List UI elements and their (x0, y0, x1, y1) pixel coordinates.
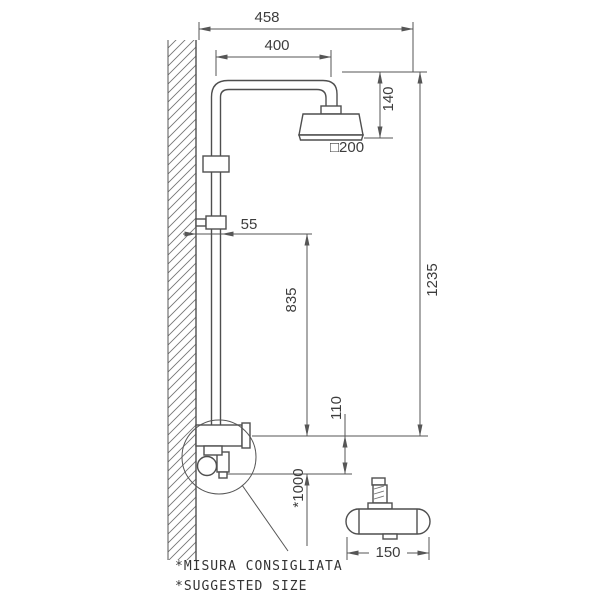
shower-head-rim (298, 134, 364, 141)
label-backing (369, 544, 407, 560)
mixer-end-cap (241, 422, 251, 449)
outlet-elbow-top (371, 477, 386, 486)
clamp-arm (195, 218, 207, 227)
dim-total-height-label: 1235 (424, 263, 441, 296)
dim-wall-offset-label: 55 (241, 216, 258, 233)
elbow-flange (367, 502, 393, 510)
note-english: *SUGGESTED SIZE (175, 579, 307, 594)
column-mixer (195, 422, 251, 479)
callout-leader-line (241, 484, 289, 552)
elbow-knurling (373, 485, 385, 500)
shower-head-nut (320, 105, 342, 115)
mixer-body (195, 424, 243, 447)
dim-head-drop-label: 140 (380, 86, 397, 111)
mixer-bottom-nub (382, 533, 398, 540)
pipe-slider-bracket (202, 155, 230, 173)
dim-arm-width-label: 400 (264, 37, 289, 54)
pipe-inner-line (219, 88, 327, 426)
shower-head-body (298, 113, 364, 136)
diverter-knob (196, 455, 218, 477)
dim-mixer-width-label: 150 (375, 544, 400, 561)
wall-clamp (195, 215, 227, 230)
note-italian: *MISURA CONSIGLIATA (175, 559, 343, 574)
wall (167, 40, 197, 560)
wall-hatching (168, 40, 196, 560)
shower-column-pipe (210, 79, 338, 426)
dim-suggested-height-label: *1000 (290, 468, 307, 507)
clamp-body (205, 215, 227, 230)
shower-head (298, 105, 364, 141)
dim-total-width-label: 458 (254, 9, 279, 26)
outlet-nub (218, 471, 228, 479)
dimension-lines (183, 22, 430, 560)
dim-lower-offset-label: 110 (328, 396, 345, 420)
wall-mixer (345, 477, 431, 540)
dim-upper-riser-label: 835 (283, 287, 300, 312)
diverter-neck (203, 445, 223, 456)
detail-callout-circle (181, 419, 257, 495)
shower-head-size-label: □200 (330, 139, 364, 156)
pipe-outer-line (210, 79, 338, 426)
